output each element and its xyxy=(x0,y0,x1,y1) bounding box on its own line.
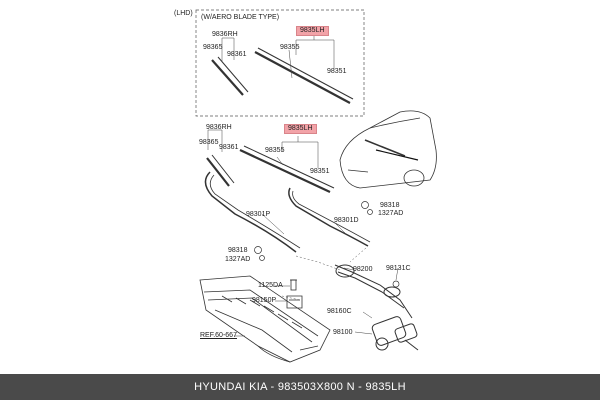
part-label-98301d: 98301D xyxy=(334,217,359,224)
arm-leaders xyxy=(261,213,346,235)
part-label-98365-aero: 98365 xyxy=(203,44,223,51)
part-label-9836rh-aero: 9836RH xyxy=(212,31,238,38)
part-label-98150p: 98150P xyxy=(252,297,277,304)
part-label-98131c: 98131C xyxy=(386,265,411,272)
part-label-ref: REF.60-667 xyxy=(200,332,237,339)
aero-leaders xyxy=(221,34,335,79)
std-blades xyxy=(206,145,335,193)
car-illustration xyxy=(339,110,437,189)
aero-blade-type-label: (W/AERO BLADE TYPE) xyxy=(201,14,280,21)
cowl-panel xyxy=(199,275,331,363)
linkage-assembly xyxy=(334,264,419,351)
part-label-98365: 98365 xyxy=(199,139,219,146)
dashed-leaders xyxy=(281,247,367,301)
part-label-98301p: 98301P xyxy=(246,211,271,218)
part-label-98361-aero: 98361 xyxy=(227,51,247,58)
part-label-98200: 98200 xyxy=(353,266,373,273)
aero-blade-box xyxy=(195,9,365,117)
part-label-98351-aero: 98351 xyxy=(327,68,347,75)
part-label-98318-right: 98318 xyxy=(380,202,400,209)
bolt-bracket xyxy=(286,279,303,309)
part-label-1125da: 1125DA xyxy=(258,282,283,289)
part-label-98351: 98351 xyxy=(310,168,330,175)
small-parts xyxy=(254,201,400,288)
part-label-9835lh-aero: 9835LH xyxy=(296,26,329,36)
std-leaders xyxy=(207,129,319,168)
footer-part-number-bar: HYUNDAI KIA - 983503X800 N - 9835LH xyxy=(0,374,600,400)
part-label-9835lh: 9835LH xyxy=(284,124,317,134)
wiper-arms xyxy=(204,171,371,253)
cowl-leaders xyxy=(234,285,290,337)
aero-blades xyxy=(211,47,354,104)
part-label-98160c: 98160C xyxy=(327,308,352,315)
part-label-9836rh: 9836RH xyxy=(206,124,232,131)
part-label-1327ad-left: 1327AD xyxy=(225,256,251,263)
part-label-98361: 98361 xyxy=(219,144,239,151)
part-label-98355-aero: 98355 xyxy=(280,44,300,51)
part-label-98355: 98355 xyxy=(265,147,285,154)
part-label-98318-left: 98318 xyxy=(228,247,248,254)
part-label-1327ad-right: 1327AD xyxy=(378,210,404,217)
lhd-label: (LHD) xyxy=(174,10,193,17)
part-label-98100: 98100 xyxy=(333,329,353,336)
linkage-leaders xyxy=(343,267,399,335)
